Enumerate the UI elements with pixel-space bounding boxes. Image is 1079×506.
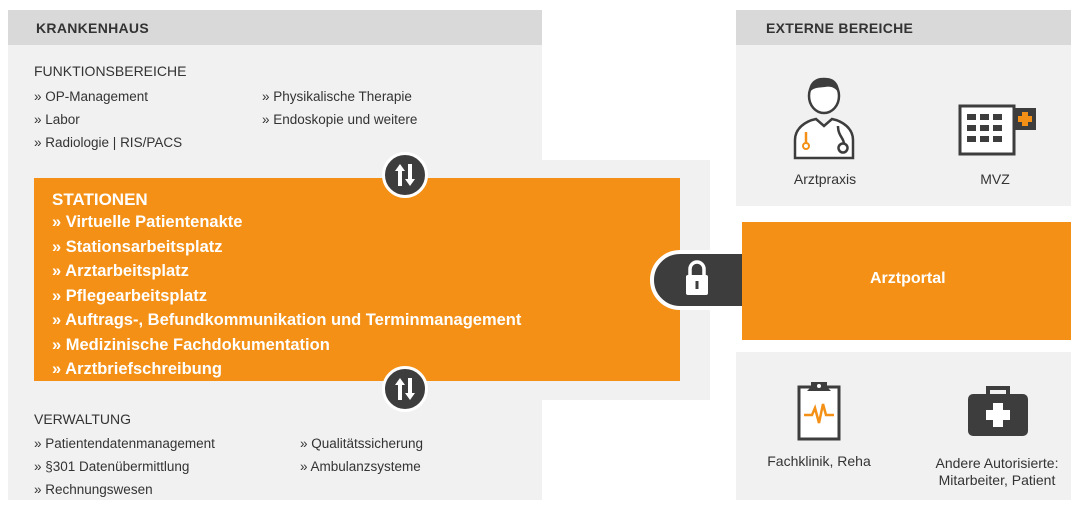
list-item: » Rechnungswesen <box>34 482 153 497</box>
verwaltung-col1: » Patientendatenmanagement » §301 Datenü… <box>34 432 215 501</box>
stationen-list: » Virtuelle Patientenakte » Stationsarbe… <box>52 210 521 382</box>
stationen-box <box>34 178 680 381</box>
building-icon <box>958 104 1036 156</box>
list-item: » Stationsarbeitsplatz <box>52 237 223 256</box>
andere-label-line2: Mitarbeiter, Patient <box>938 472 1056 488</box>
first-aid-kit-icon <box>968 386 1028 436</box>
andere-label-line1: Andere Autorisierte: <box>935 455 1059 471</box>
stationen-title: STATIONEN <box>52 190 148 209</box>
list-item: » Medizinische Fachdokumentation <box>52 335 330 354</box>
list-item: » Ambulanzsysteme <box>300 459 421 474</box>
double-arrow-icon <box>382 366 428 412</box>
externe-header: EXTERNE BEREICHE <box>736 10 1071 45</box>
funktionsbereiche-col2: » Physikalische Therapie » Endoskopie un… <box>262 85 417 131</box>
krankenhaus-header: KRANKENHAUS <box>8 10 542 45</box>
mvz-label: MVZ <box>980 171 1010 187</box>
list-item: » Radiologie | RIS/PACS <box>34 135 183 150</box>
lock-arrow <box>650 250 771 310</box>
list-item: » Qualitätssicherung <box>300 436 424 451</box>
fachklinik-label: Fachklinik, Reha <box>767 453 871 469</box>
list-item: » Arztbriefschreibung <box>52 360 222 378</box>
list-item: » Labor <box>34 112 80 127</box>
funktionsbereiche-col1: » OP-Management » Labor » Radiologie | R… <box>34 85 182 154</box>
doctor-icon <box>793 77 855 160</box>
arztportal-box <box>742 222 1071 340</box>
list-item: » OP-Management <box>34 89 149 104</box>
double-arrow-icon <box>382 152 428 198</box>
verwaltung-title: VERWALTUNG <box>34 411 131 427</box>
list-item: » Auftrags-, Befundkommunikation und Ter… <box>52 311 522 329</box>
arztpraxis-label: Arztpraxis <box>793 171 857 187</box>
lock-icon <box>686 260 708 295</box>
andere-label: Andere Autorisierte: Mitarbeiter, Patien… <box>922 455 1072 489</box>
clipboard-ecg-icon <box>797 382 841 441</box>
arztportal-label: Arztportal <box>870 270 946 287</box>
list-item: » Endoskopie und weitere <box>262 112 418 127</box>
funktionsbereiche-title: FUNKTIONSBEREICHE <box>34 63 187 79</box>
list-item: » Patientendatenmanagement <box>34 436 215 451</box>
list-item: » Arztarbeitsplatz <box>52 262 189 280</box>
list-item: » Physikalische Therapie <box>262 89 412 104</box>
verwaltung-col2: » Qualitätssicherung » Ambulanzsysteme <box>300 432 423 478</box>
list-item: » §301 Datenübermittlung <box>34 459 190 474</box>
list-item: » Virtuelle Patientenakte <box>52 213 243 231</box>
list-item: » Pflegearbeitsplatz <box>52 286 207 305</box>
